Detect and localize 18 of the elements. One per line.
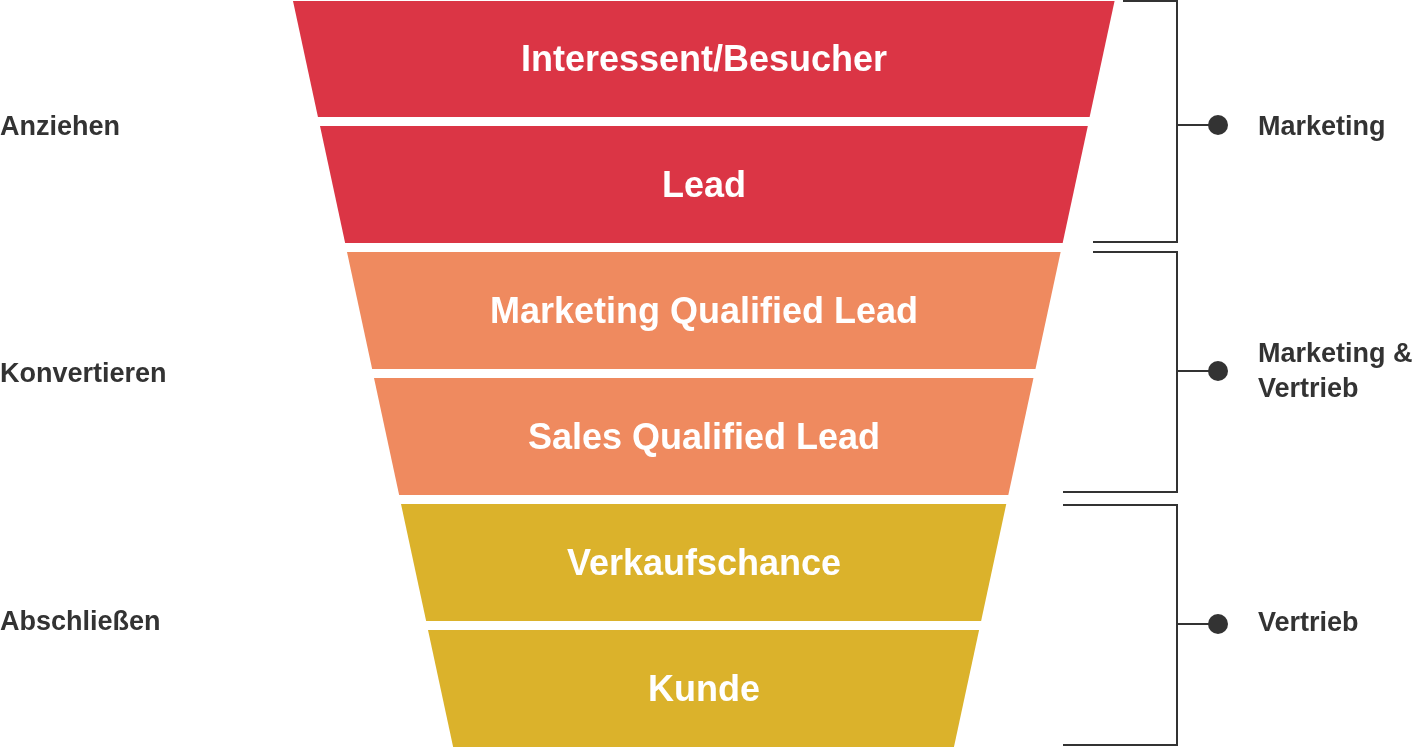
team-label: Marketing bbox=[1258, 109, 1387, 143]
phase-label: Abschließen bbox=[0, 604, 161, 638]
stage-label: Verkaufschance bbox=[565, 541, 843, 584]
team-label: Marketing & Vertrieb bbox=[1258, 337, 1414, 405]
stage-label: Marketing Qualified Lead bbox=[488, 289, 920, 332]
phase-label: Anziehen bbox=[0, 109, 120, 143]
stage-label: Sales Qualified Lead bbox=[526, 415, 882, 458]
phase-label: Konvertieren bbox=[0, 356, 167, 390]
funnel-stage bbox=[374, 378, 1034, 495]
funnel-stage bbox=[293, 1, 1115, 117]
stage-label: Interessent/Besucher bbox=[519, 38, 889, 80]
funnel-stage bbox=[401, 504, 1007, 621]
funnel-stage bbox=[320, 126, 1088, 243]
stage-label: Lead bbox=[660, 163, 747, 206]
funnel-stage bbox=[428, 630, 980, 747]
funnel-stage bbox=[347, 252, 1061, 369]
team-label: Vertrieb bbox=[1258, 605, 1360, 639]
stage-label: Kunde bbox=[647, 667, 761, 710]
